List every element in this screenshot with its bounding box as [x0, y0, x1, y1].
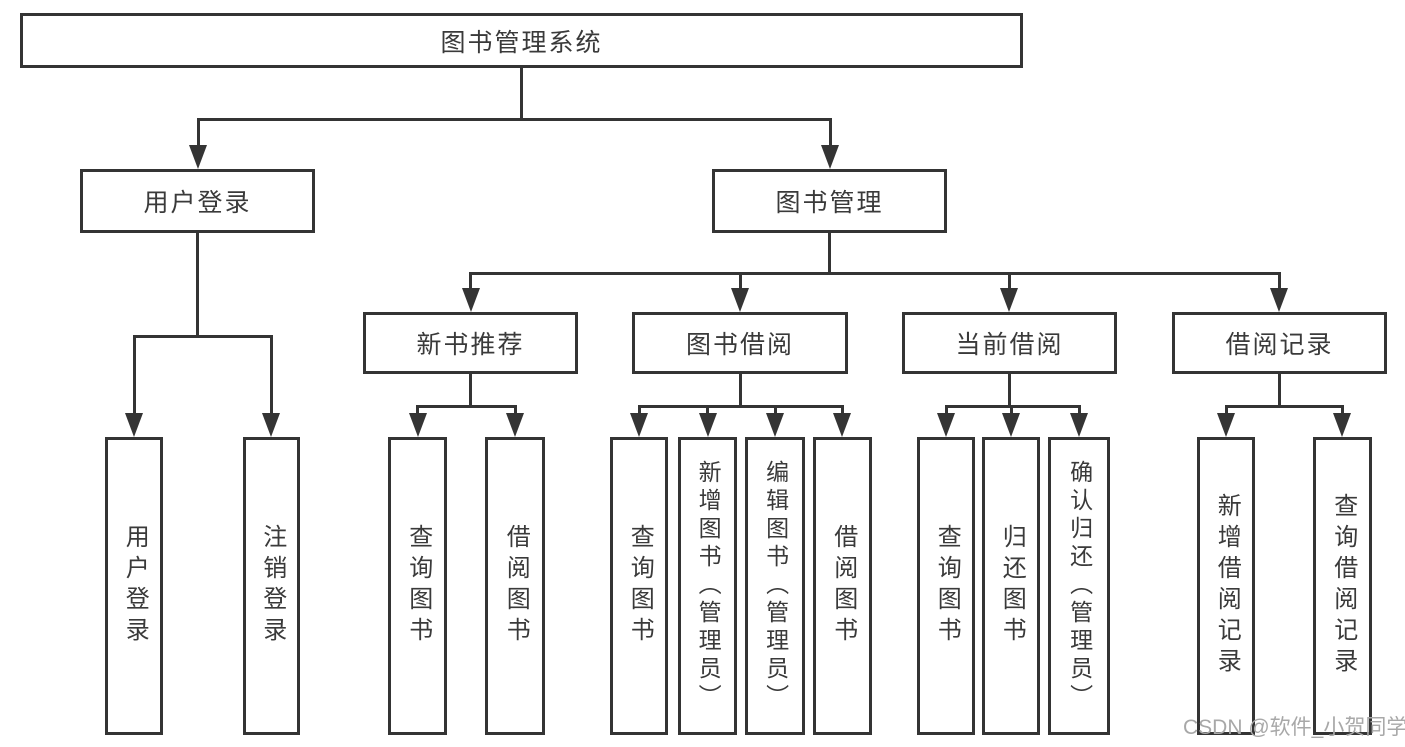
arrow-down-icon [1002, 413, 1020, 437]
arrow-down-icon [125, 413, 143, 437]
connector-line [197, 118, 832, 121]
node-new-book-rec-label: 新书推荐 [416, 331, 525, 359]
node-book-mgmt-label: 图书管理 [775, 189, 884, 217]
leaf-query-borrow-record-label: 查询借阅记录 [1329, 493, 1357, 679]
connector-line [416, 405, 419, 417]
connector-line [197, 118, 200, 148]
leaf-edit-book-admin: 编辑图书（管理员） [745, 437, 805, 735]
arrow-down-icon [1000, 288, 1018, 312]
connector-line [638, 405, 844, 408]
arrow-down-icon [1270, 288, 1288, 312]
connector-line [196, 233, 199, 338]
arrow-down-icon [699, 413, 717, 437]
node-current-borrow-label: 当前借阅 [955, 331, 1064, 359]
connector-line [416, 405, 516, 408]
leaf-return-book: 归还图书 [982, 437, 1040, 735]
leaf-query-book-label: 查询图书 [404, 524, 432, 648]
leaf-borrow-book-under-recommend: 借阅图书 [485, 437, 545, 735]
node-root: 图书管理系统 [20, 13, 1023, 68]
connector-line [1278, 272, 1281, 290]
node-root-label: 图书管理系统 [440, 28, 603, 57]
leaf-edit-book-label: 编辑图书（管理员） [762, 460, 789, 712]
leaf-query-book-under-borrow: 查询图书 [610, 437, 668, 735]
leaf-borrow-book-under-borrow: 借阅图书 [813, 437, 872, 735]
connector-line [841, 405, 844, 417]
leaf-query-book-label: 查询图书 [626, 524, 654, 648]
connector-line [1341, 405, 1344, 417]
csdn-watermark: CSDN @软件_小贺同学 [1183, 716, 1405, 739]
arrow-down-icon [821, 145, 839, 169]
arrow-down-icon [1217, 413, 1235, 437]
connector-line [774, 405, 777, 417]
arrow-down-icon [630, 413, 648, 437]
connector-line [1010, 405, 1013, 417]
connector-line [514, 405, 517, 417]
connector-line [1225, 405, 1344, 408]
connector-line [1078, 405, 1081, 417]
arrow-down-icon [506, 413, 524, 437]
leaf-query-book-under-current: 查询图书 [917, 437, 975, 735]
leaf-add-borrow-record: 新增借阅记录 [1197, 437, 1255, 735]
leaf-logout-label: 注销登录 [258, 524, 286, 648]
node-user-login: 用户登录 [80, 169, 315, 233]
arrow-down-icon [262, 413, 280, 437]
connector-line [739, 272, 742, 290]
arrow-down-icon [833, 413, 851, 437]
connector-line [520, 68, 523, 120]
arrow-down-icon [1070, 413, 1088, 437]
connector-line [638, 405, 641, 417]
leaf-user-login: 用户登录 [105, 437, 163, 735]
arrow-down-icon [731, 288, 749, 312]
arrow-down-icon [766, 413, 784, 437]
leaf-return-book-label: 归还图书 [998, 524, 1026, 648]
node-borrow-records: 借阅记录 [1172, 312, 1387, 374]
leaf-add-book-label: 新增图书（管理员） [695, 460, 722, 712]
connector-line [706, 405, 709, 417]
connector-line [270, 335, 273, 415]
connector-line [469, 374, 472, 408]
connector-line [829, 118, 832, 148]
leaf-query-book-label: 查询图书 [933, 524, 961, 648]
arrow-down-icon [189, 145, 207, 169]
arrow-down-icon [462, 288, 480, 312]
node-book-borrow-label: 图书借阅 [685, 331, 794, 359]
leaf-logout: 注销登录 [243, 437, 300, 735]
connector-line [945, 405, 1081, 408]
leaf-add-book-admin: 新增图书（管理员） [678, 437, 737, 735]
node-borrow-records-label: 借阅记录 [1225, 331, 1334, 359]
leaf-user-login-label: 用户登录 [121, 524, 149, 648]
connector-line [1225, 405, 1228, 417]
arrow-down-icon [937, 413, 955, 437]
connector-line [469, 272, 472, 290]
node-book-mgmt: 图书管理 [712, 169, 947, 233]
connector-line [133, 335, 136, 415]
leaf-confirm-return-admin: 确认归还（管理员） [1048, 437, 1110, 735]
node-new-book-rec: 新书推荐 [363, 312, 578, 374]
node-user-login-label: 用户登录 [143, 189, 252, 217]
leaf-add-borrow-record-label: 新增借阅记录 [1213, 493, 1241, 679]
connector-line [828, 233, 831, 275]
connector-line [1008, 272, 1011, 290]
connector-line [469, 272, 1281, 275]
arrow-down-icon [409, 413, 427, 437]
leaf-confirm-return-label: 确认归还（管理员） [1066, 460, 1093, 712]
leaf-query-book-under-recommend: 查询图书 [388, 437, 447, 735]
connector-line [945, 405, 948, 417]
leaf-query-borrow-record: 查询借阅记录 [1313, 437, 1372, 735]
connector-line [133, 335, 272, 338]
connector-line [739, 374, 742, 408]
leaf-borrow-book-label: 借阅图书 [829, 524, 857, 648]
connector-line [1008, 374, 1011, 408]
arrow-down-icon [1333, 413, 1351, 437]
leaf-borrow-book-label: 借阅图书 [502, 524, 530, 648]
connector-line [1278, 374, 1281, 408]
node-book-borrow: 图书借阅 [632, 312, 848, 374]
node-current-borrow: 当前借阅 [902, 312, 1117, 374]
